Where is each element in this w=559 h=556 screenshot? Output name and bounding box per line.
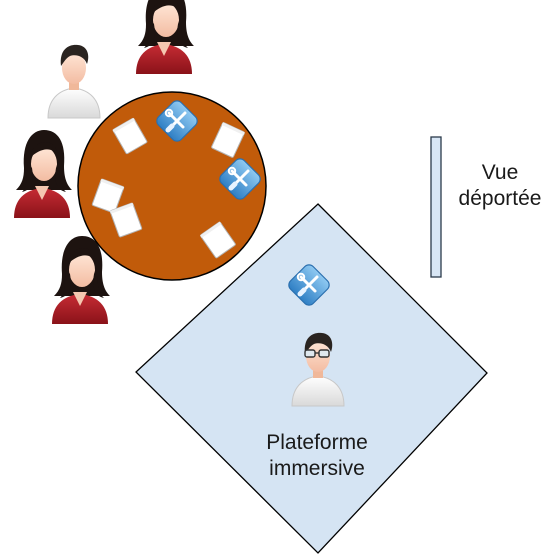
immersive-platform-label: Plateforme immersive (232, 430, 402, 482)
remote-view-screen (430, 136, 442, 278)
man-avatar-icon (47, 44, 101, 119)
woman-avatar-icon (52, 236, 110, 324)
woman-avatar-icon (14, 130, 72, 218)
immersive-platform-label-line2: immersive (269, 457, 365, 480)
immersive-platform-label-line1: Plateforme (266, 431, 368, 454)
man-with-glasses-avatar-icon (291, 332, 345, 407)
remote-view-label: Vue déportée (430, 160, 559, 212)
woman-avatar-icon (136, 0, 194, 74)
remote-view-label-line2: déportée (458, 187, 542, 210)
remote-view-label-line1: Vue (481, 161, 519, 184)
